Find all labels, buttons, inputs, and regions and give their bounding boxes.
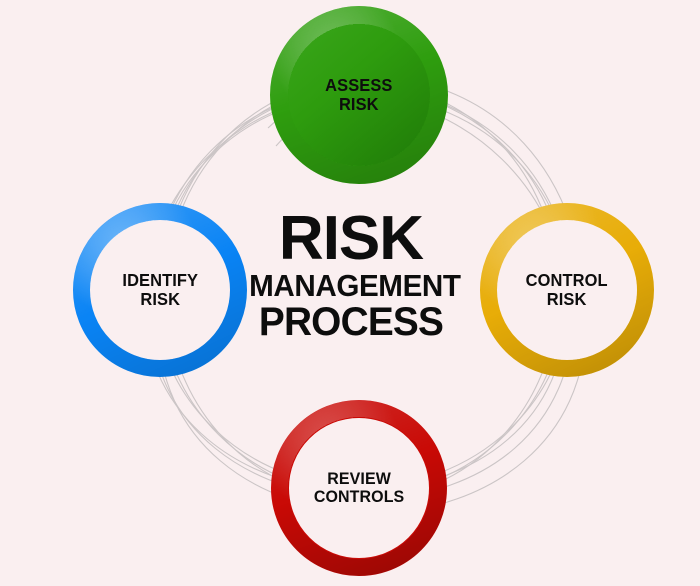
node-review-controls-label: REVIEW CONTROLS	[313, 468, 405, 506]
node-control-risk-label: CONTROL RISK	[526, 270, 608, 309]
diagram-title-line-2: MANAGEMENT	[249, 268, 461, 303]
node-assess-risk[interactable]: ASSESS RISK	[270, 6, 448, 184]
node-identify-risk[interactable]: IDENTIFY RISK	[73, 203, 247, 377]
node-control-risk[interactable]: CONTROL RISK	[480, 203, 654, 377]
node-assess-risk-label: ASSESS RISK	[325, 75, 393, 114]
diagram-title: RISK MANAGEMENT PROCESS	[246, 204, 461, 344]
node-review-controls[interactable]: REVIEW CONTROLS	[271, 400, 447, 576]
node-identify-risk-label: IDENTIFY RISK	[122, 270, 198, 309]
diagram-title-line-3: PROCESS	[258, 299, 444, 344]
diagram-title-line-1: RISK	[278, 204, 424, 273]
